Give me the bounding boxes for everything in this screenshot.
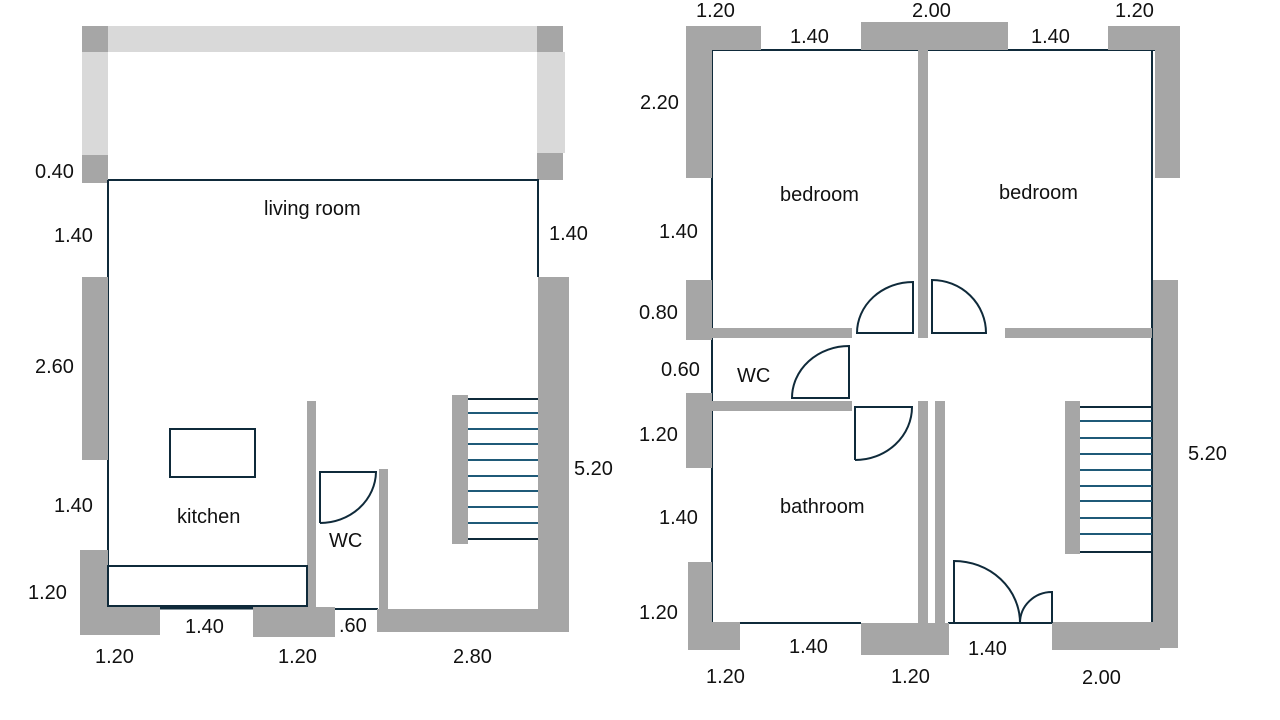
- dim-label: 2.20: [640, 92, 679, 114]
- room-label-bathroom: bathroom: [780, 496, 865, 518]
- dim-label: 1.40: [54, 225, 93, 247]
- dim-label: 5.20: [1188, 443, 1227, 465]
- dim-label: 1.40: [659, 221, 698, 243]
- stairs: [1065, 401, 1152, 554]
- bathroom-door: [854, 406, 914, 461]
- dim-label: 1.40: [549, 223, 588, 245]
- stove: [169, 428, 256, 478]
- dim-label: 0.40: [35, 161, 74, 183]
- wc-door: [319, 471, 378, 524]
- outline: [107, 179, 539, 610]
- dim-label: 2.00: [1082, 667, 1121, 689]
- dim-label: 0.80: [639, 302, 678, 324]
- dim-label: 1.20: [639, 424, 678, 446]
- entry-door-main: [953, 559, 1022, 624]
- dim-label: 2.00: [912, 0, 951, 22]
- entry-door-side: [1019, 590, 1053, 624]
- bedroom-left-door: [855, 280, 914, 334]
- dim-label: 0.60: [661, 359, 700, 381]
- dim-label: 1.20: [891, 666, 930, 688]
- upper-floor-plan: bedroom bedroom WC bathroom 1.20 2.00 1.…: [639, 0, 1227, 689]
- pergola: [82, 26, 565, 183]
- dim-label: 1.40: [659, 507, 698, 529]
- dim-label: 2.80: [453, 646, 492, 668]
- dim-label: 1.40: [968, 638, 1007, 660]
- room-label-kitchen: kitchen: [177, 506, 240, 528]
- room-label-wc: WC: [329, 530, 362, 552]
- wc-door: [790, 344, 850, 399]
- dim-label: 1.20: [1115, 0, 1154, 22]
- walls: [80, 277, 569, 637]
- dim-label: 2.60: [35, 356, 74, 378]
- dim-label: 1.40: [790, 26, 829, 48]
- room-label-living-room: living room: [264, 198, 361, 220]
- room-label-bedroom-right: bedroom: [999, 182, 1078, 204]
- dim-label: 1.20: [95, 646, 134, 668]
- room-label-bedroom-left: bedroom: [780, 184, 859, 206]
- dim-label: 1.40: [1031, 26, 1070, 48]
- ground-floor-plan: living room kitchen WC 0.40 1.40 2.60 1.…: [28, 26, 613, 668]
- kitchen-counter: [107, 565, 308, 607]
- walls: [686, 22, 1180, 655]
- dim-label: 1.20: [28, 582, 67, 604]
- dim-label: 1.40: [789, 636, 828, 658]
- bedroom-right-door: [931, 278, 988, 334]
- dim-label: 1.20: [706, 666, 745, 688]
- stairs: [452, 395, 538, 544]
- dim-label: 1.40: [54, 495, 93, 517]
- dim-label: 1.20: [278, 646, 317, 668]
- dim-label: 5.20: [574, 458, 613, 480]
- dim-label: 1.20: [639, 602, 678, 624]
- dim-label: 1.20: [696, 0, 735, 22]
- dim-label: .60: [339, 615, 367, 637]
- dim-label: 1.40: [185, 616, 224, 638]
- room-label-wc: WC: [737, 365, 770, 387]
